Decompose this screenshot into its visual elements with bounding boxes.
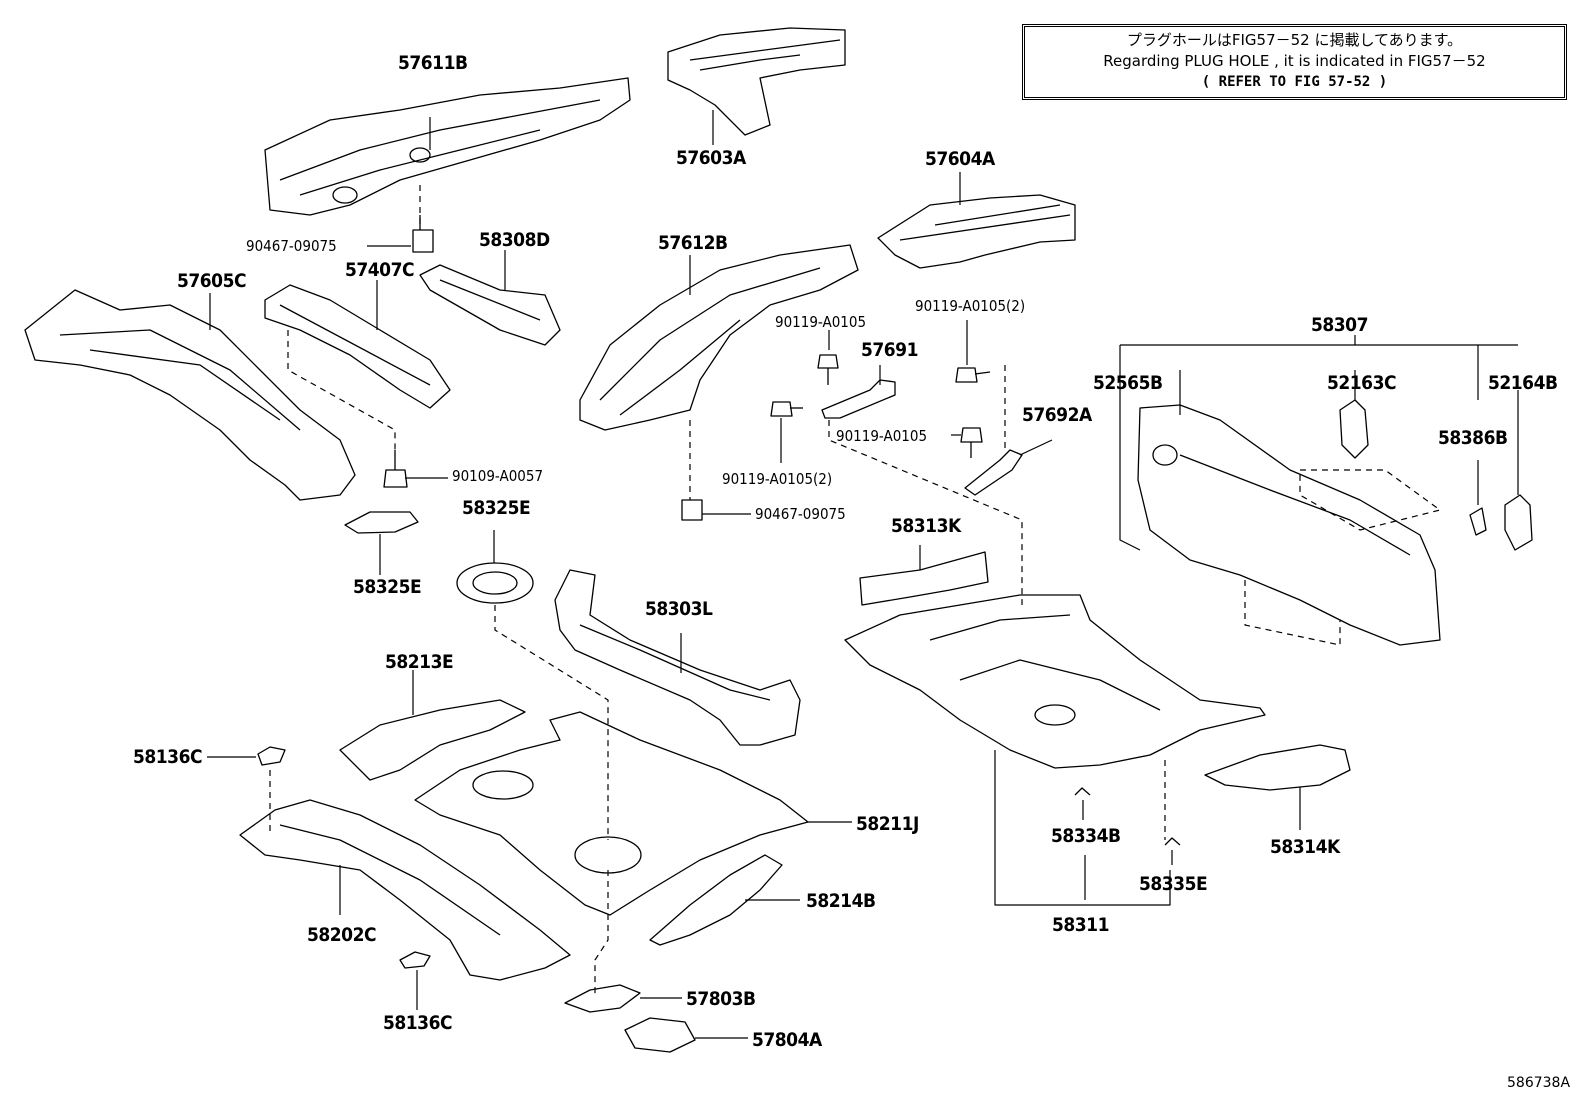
label-57803B[interactable]: 57803B [686, 988, 756, 1010]
label-57692A[interactable]: 57692A [1022, 404, 1092, 426]
label-58213E[interactable]: 58213E [385, 651, 454, 673]
part-58136C-top[interactable] [207, 746, 286, 766]
part-58211J[interactable] [414, 711, 852, 916]
part-57611B[interactable] [264, 77, 631, 216]
label-57407C[interactable]: 57407C [345, 259, 415, 281]
label-90119-A0105-2a[interactable]: 90119-A0105(2) [915, 297, 1026, 315]
label-90119-A0105-b[interactable]: 90119-A0105 [836, 427, 928, 445]
part-90467-09075-top[interactable] [367, 215, 434, 253]
note-line-2: Regarding PLUG HOLE , it is indicated in… [1103, 52, 1486, 70]
part-58214B[interactable] [649, 854, 800, 946]
dashed-alignment-lines [269, 185, 1441, 995]
label-90119-A0105-a[interactable]: 90119-A0105 [775, 313, 867, 331]
label-58307[interactable]: 58307 [1311, 314, 1368, 336]
label-90467-09075-mid[interactable]: 90467-09075 [755, 505, 846, 523]
part-57603A[interactable] [667, 27, 846, 145]
group-58311-bracket [994, 750, 1171, 906]
bolt-90119-A0105-b[interactable] [770, 401, 803, 463]
part-58136C-bottom[interactable] [399, 951, 431, 1010]
part-57612B[interactable] [579, 244, 859, 431]
label-58136C-top[interactable]: 58136C [133, 746, 203, 768]
label-58303L[interactable]: 58303L [645, 598, 713, 620]
group-58307-bracket [1119, 335, 1518, 551]
part-58313K[interactable] [859, 545, 989, 606]
label-57605C[interactable]: 57605C [177, 270, 247, 292]
part-52163C[interactable] [1339, 370, 1369, 459]
plug-58325E-a[interactable] [344, 511, 419, 575]
part-58202C[interactable] [239, 799, 571, 981]
label-58386B[interactable]: 58386B [1438, 427, 1508, 449]
label-90119-A0105-2b[interactable]: 90119-A0105(2) [722, 470, 833, 488]
part-58311[interactable] [844, 594, 1266, 900]
label-58335E[interactable]: 58335E [1139, 873, 1208, 895]
label-58214B[interactable]: 58214B [806, 890, 876, 912]
part-57604A[interactable] [877, 172, 1076, 269]
bolt-90119-A0105-2b[interactable] [951, 427, 983, 458]
part-90467-09075-mid[interactable] [681, 499, 751, 521]
label-57612B[interactable]: 57612B [658, 232, 728, 254]
label-90109-A0057[interactable]: 90109-A0057 [452, 467, 544, 485]
plug-hole-note: プラグホールはFIG57－52 に掲載してあります。 Regarding PLU… [1022, 24, 1567, 100]
bolt-90119-A0105-2a[interactable] [955, 320, 991, 383]
bolt-90119-A0105-a[interactable] [817, 330, 839, 385]
label-58308D[interactable]: 58308D [479, 229, 550, 251]
label-52163C[interactable]: 52163C [1327, 372, 1397, 394]
label-90467-09075-top[interactable]: 90467-09075 [246, 237, 337, 255]
label-58311[interactable]: 58311 [1052, 914, 1109, 936]
bolt-90109-A0057[interactable] [383, 450, 448, 488]
label-58136C-bottom[interactable]: 58136C [383, 1012, 453, 1034]
label-58211J[interactable]: 58211J [856, 813, 919, 835]
label-58202C[interactable]: 58202C [307, 924, 377, 946]
part-58213E[interactable] [339, 670, 526, 781]
part-57605C[interactable] [24, 289, 356, 501]
part-58386B[interactable] [1469, 460, 1487, 536]
label-58325E-bottom[interactable]: 58325E [353, 576, 422, 598]
part-58308D[interactable] [419, 250, 561, 346]
note-line-1: プラグホールはFIG57－52 に掲載してあります。 [1126, 31, 1463, 49]
clip-58335E[interactable] [1164, 837, 1181, 865]
part-57692A[interactable] [964, 439, 1053, 496]
part-57804A[interactable] [624, 1017, 748, 1053]
plug-58325E-b[interactable] [456, 530, 534, 604]
part-57803B[interactable] [564, 984, 682, 1013]
label-57611B[interactable]: 57611B [398, 52, 468, 74]
label-57603A[interactable]: 57603A [676, 147, 746, 169]
part-52565B[interactable] [1137, 370, 1441, 646]
part-57407C[interactable] [264, 280, 451, 409]
label-57604A[interactable]: 57604A [925, 148, 995, 170]
part-58303L[interactable] [554, 569, 801, 746]
part-57691[interactable] [821, 365, 896, 419]
label-52565B[interactable]: 52565B [1093, 372, 1163, 394]
label-57804A[interactable]: 57804A [752, 1029, 822, 1051]
part-58314K[interactable] [1204, 744, 1351, 830]
label-58325E-top[interactable]: 58325E [462, 497, 531, 519]
part-52164B[interactable] [1504, 390, 1533, 551]
label-58314K[interactable]: 58314K [1270, 836, 1340, 858]
figure-id: 586738A [1507, 1075, 1571, 1091]
clip-58334B[interactable] [1074, 787, 1091, 820]
label-58313K[interactable]: 58313K [891, 515, 961, 537]
label-57691[interactable]: 57691 [861, 339, 918, 361]
label-58334B[interactable]: 58334B [1051, 825, 1121, 847]
label-52164B[interactable]: 52164B [1488, 372, 1558, 394]
note-line-3: ( REFER TO FIG 57-52 ) [1201, 74, 1388, 90]
